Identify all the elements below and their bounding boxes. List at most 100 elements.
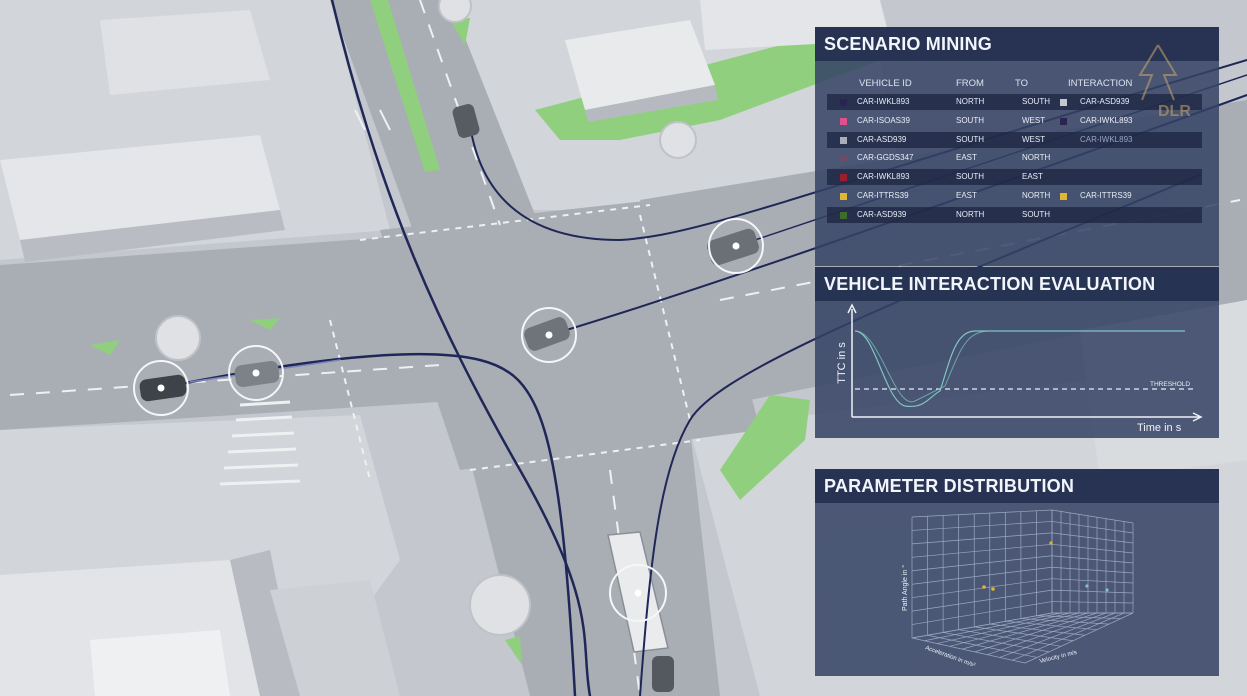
grid-line [999,612,1116,658]
dlr-logo: DLR [1138,44,1191,120]
interaction-color-swatch [1060,137,1067,144]
grid-line [911,601,1053,625]
parameter-distribution-header: PARAMETER DISTRIBUTION [815,469,1219,503]
vehicle-id-cell: CAR-ASD939 [857,134,907,144]
parameter-3d-plot: Path Angle in ° Acceleration in m/s² Vel… [901,509,1134,669]
path-angle-label: Path Angle in ° [901,565,909,611]
grid-line [974,626,1074,642]
acceleration-label: Acceleration in m/s² [924,645,976,669]
scatter-point-2 [991,587,995,591]
ttc-x-label: Time in s [1137,422,1182,434]
grid-line [924,612,1062,642]
interaction-color-swatch [1060,155,1067,162]
ttc-y-label: TTC in s [836,342,848,384]
grid-line [1020,618,1110,625]
interaction-color-swatch [1060,212,1067,219]
vehicle-id-cell: CAR-IWKL893 [857,172,910,182]
vehicle-color-swatch [840,117,847,125]
from-cell: SOUTH [956,134,984,144]
grid-line [974,612,1098,653]
scatter-point-5 [1105,588,1109,592]
interaction-cell: CAR-IWKL893 [1080,115,1133,125]
ttc-chart: THRESHOLD TTC in s Time in s [836,303,1203,434]
grid-line [943,632,1050,653]
vehicle-color-swatch [840,155,847,163]
table-row[interactable]: CAR-ITTRS39 EAST NORTH CAR-ITTRS39 [827,188,1202,204]
grid-line [911,578,1053,599]
scatter-point-3 [1049,541,1053,545]
ttc-curve-b [854,330,1185,403]
ttc-curve-a [854,330,1185,408]
to-cell: WEST [1022,115,1046,125]
grid-line [911,589,1053,612]
to-cell: NORTH [1022,191,1051,200]
from-cell: SOUTH [956,115,984,125]
col-interaction: INTERACTION [1068,78,1133,89]
to-cell: SOUTH [1022,209,1050,219]
col-to: TO [1015,78,1029,89]
grid-line [1051,521,1134,534]
interaction-evaluation-panel: VEHICLE INTERACTION EVALUATION THRESHOLD… [815,267,1219,438]
to-cell: NORTH [1022,153,1051,163]
grid-line [1051,509,1134,524]
grid-line [1051,555,1134,564]
interaction-cell: CAR-IWKL893 [1080,134,1133,144]
grid-line [911,566,1053,585]
from-cell: NORTH [956,209,985,219]
interaction-cell: CAR-ITTRS39 [1080,191,1132,200]
to-cell: WEST [1022,134,1046,144]
from-cell: SOUTH [956,172,984,182]
interaction-cell: CAR-ASD939 [1080,97,1130,106]
vehicle-color-swatch [840,193,847,200]
vehicle-color-swatch [840,99,847,106]
parameter-distribution-panel: PARAMETER DISTRIBUTION Path Angle in ° A… [815,469,1219,676]
grid-line [911,521,1053,531]
grid-line [989,623,1086,636]
grid-line [1051,532,1134,544]
dlr-logo-text: DLR [1158,103,1191,120]
grid-line [1005,620,1098,631]
interaction-color-swatch [1060,117,1067,125]
trees [155,0,697,636]
grid-line [949,612,1080,647]
vehicle-id-cell: CAR-IWKL893 [857,97,910,106]
ttc-y-arrow [847,303,857,314]
grid-line [927,634,1038,658]
vehicle-color-swatch [840,174,847,182]
grid-line [911,555,1053,572]
tracking-markers [133,218,764,622]
interaction-color-swatch [1060,193,1067,200]
grid-line [1051,589,1134,594]
velocity-label: Velocity in m/s [1039,650,1078,665]
col-vehicle-id: VEHICLE ID [859,78,912,89]
grid-line [1036,615,1122,619]
threshold-label: THRESHOLD [1150,381,1190,388]
grid-line [911,543,1053,558]
grid-line [958,629,1062,647]
grid-line [1012,612,1125,661]
interaction-color-swatch [1060,174,1067,181]
grid-line [937,612,1071,644]
from-cell: EAST [956,191,977,200]
from-cell: EAST [956,153,977,163]
table-row[interactable]: CAR-IWKL893 SOUTH EAST [827,169,1202,186]
grid-line [911,637,1026,664]
table-row[interactable]: CAR-IWKL893 NORTH SOUTH CAR-ASD939 [827,94,1202,110]
scatter-point-1 [982,585,986,589]
vehicle-id-cell: CAR-ITTRS39 [857,191,909,200]
interaction-evaluation-header: VEHICLE INTERACTION EVALUATION [815,267,1219,301]
to-cell: SOUTH [1022,97,1050,106]
grid-line [962,612,1089,650]
vehicle-id-cell: CAR-ISOAS39 [857,115,910,125]
table-row[interactable]: CAR-ISOAS39 SOUTH WEST CAR-IWKL893 [827,113,1202,129]
vehicle-color-swatch [840,211,847,219]
to-cell: EAST [1022,172,1043,182]
parameter-distribution-title: PARAMETER DISTRIBUTION [824,476,1075,496]
vehicle-color-swatch [840,136,847,144]
scenario-mining-panel: SCENARIO MINING VEHICLE ID FROM TO INTER… [815,27,1219,266]
from-cell: NORTH [956,97,985,106]
grid-line [1051,578,1134,584]
table-row[interactable]: CAR-ASD939 SOUTH WEST CAR-IWKL893 [827,131,1202,148]
